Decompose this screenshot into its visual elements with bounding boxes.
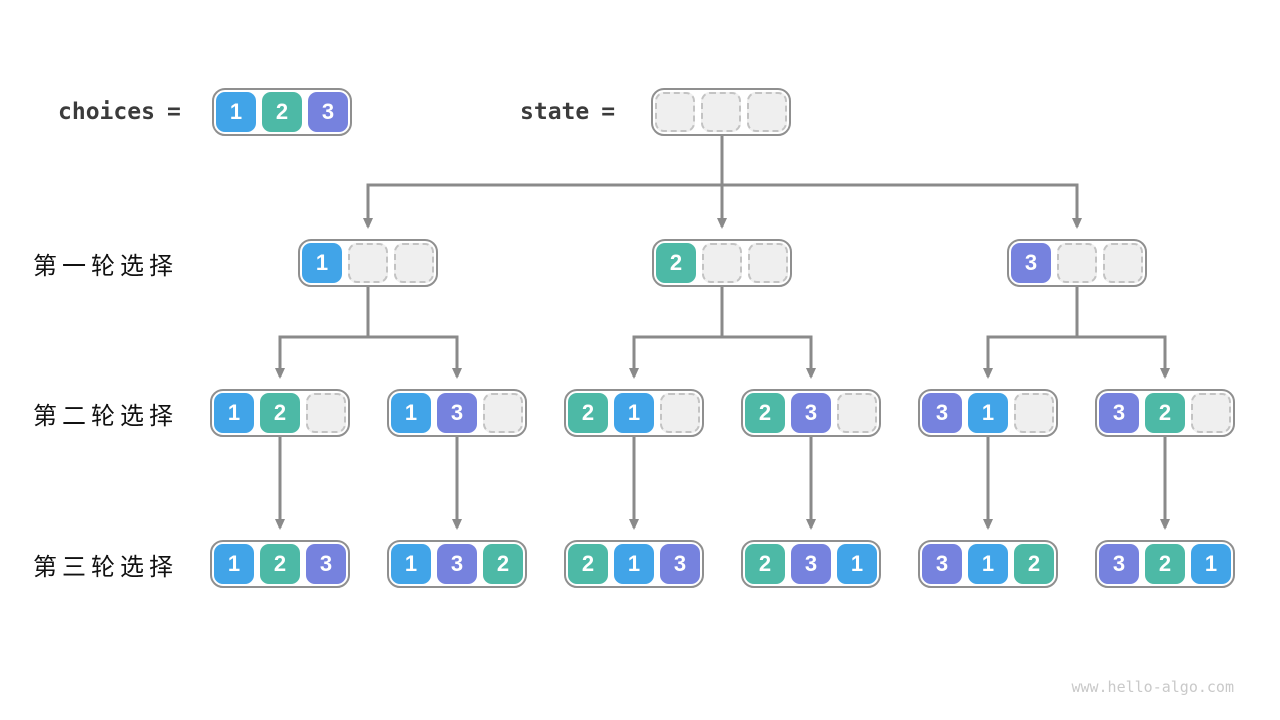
value-cell: 2 bbox=[568, 544, 608, 584]
value-cell: 3 bbox=[922, 393, 962, 433]
value-cell: 1 bbox=[214, 544, 254, 584]
value-cell: 2 bbox=[656, 243, 696, 283]
value-cell: 2 bbox=[745, 393, 785, 433]
value-cell: 3 bbox=[437, 544, 477, 584]
empty-slot bbox=[483, 393, 523, 433]
empty-slot bbox=[1191, 393, 1231, 433]
value-cell: 3 bbox=[1011, 243, 1051, 283]
state-equals-sign: = bbox=[601, 99, 616, 125]
value-cell: 3 bbox=[922, 544, 962, 584]
state-label-text: state bbox=[520, 99, 590, 125]
value-cell: 1 bbox=[391, 393, 431, 433]
empty-slot bbox=[747, 92, 787, 132]
row-label-round-1: 第一轮选择 bbox=[33, 252, 178, 280]
row-label-round-2: 第二轮选择 bbox=[33, 402, 178, 430]
empty-slot bbox=[1014, 393, 1054, 433]
value-cell: 2 bbox=[1145, 393, 1185, 433]
choices-equals-sign: = bbox=[166, 99, 181, 125]
value-cell: 2 bbox=[745, 544, 785, 584]
empty-slot bbox=[660, 393, 700, 433]
state-node-r1-2: 2 bbox=[652, 239, 792, 287]
empty-slot bbox=[306, 393, 346, 433]
row-label-round-3: 第三轮选择 bbox=[33, 553, 178, 581]
empty-slot bbox=[348, 243, 388, 283]
value-cell: 3 bbox=[791, 544, 831, 584]
value-cell: 3 bbox=[791, 393, 831, 433]
value-cell: 1 bbox=[837, 544, 877, 584]
empty-slot bbox=[748, 243, 788, 283]
value-cell: 3 bbox=[308, 92, 348, 132]
empty-slot bbox=[701, 92, 741, 132]
value-cell: 1 bbox=[1191, 544, 1231, 584]
empty-slot bbox=[394, 243, 434, 283]
value-cell: 3 bbox=[1099, 393, 1139, 433]
value-cell: 1 bbox=[614, 393, 654, 433]
state-array bbox=[651, 88, 791, 136]
value-cell: 3 bbox=[306, 544, 346, 584]
state-node-r1-1: 1 bbox=[298, 239, 438, 287]
value-cell: 2 bbox=[1145, 544, 1185, 584]
value-cell: 1 bbox=[214, 393, 254, 433]
empty-slot bbox=[1103, 243, 1143, 283]
value-cell: 1 bbox=[614, 544, 654, 584]
value-cell: 2 bbox=[568, 393, 608, 433]
site-watermark: www.hello-algo.com bbox=[1071, 678, 1234, 696]
value-cell: 2 bbox=[260, 393, 300, 433]
value-cell: 3 bbox=[437, 393, 477, 433]
state-label: state = bbox=[520, 88, 615, 136]
value-cell: 1 bbox=[391, 544, 431, 584]
value-cell: 1 bbox=[216, 92, 256, 132]
value-cell: 1 bbox=[302, 243, 342, 283]
value-cell: 3 bbox=[1099, 544, 1139, 584]
choices-label: choices = bbox=[58, 88, 181, 136]
value-cell: 2 bbox=[260, 544, 300, 584]
state-node-r1-3: 3 bbox=[1007, 239, 1147, 287]
empty-slot bbox=[655, 92, 695, 132]
choices-label-text: choices bbox=[58, 99, 155, 125]
value-cell: 1 bbox=[968, 393, 1008, 433]
empty-slot bbox=[1057, 243, 1097, 283]
value-cell: 2 bbox=[1014, 544, 1054, 584]
value-cell: 2 bbox=[262, 92, 302, 132]
empty-slot bbox=[702, 243, 742, 283]
value-cell: 1 bbox=[968, 544, 1008, 584]
empty-slot bbox=[837, 393, 877, 433]
value-cell: 2 bbox=[483, 544, 523, 584]
value-cell: 3 bbox=[660, 544, 700, 584]
